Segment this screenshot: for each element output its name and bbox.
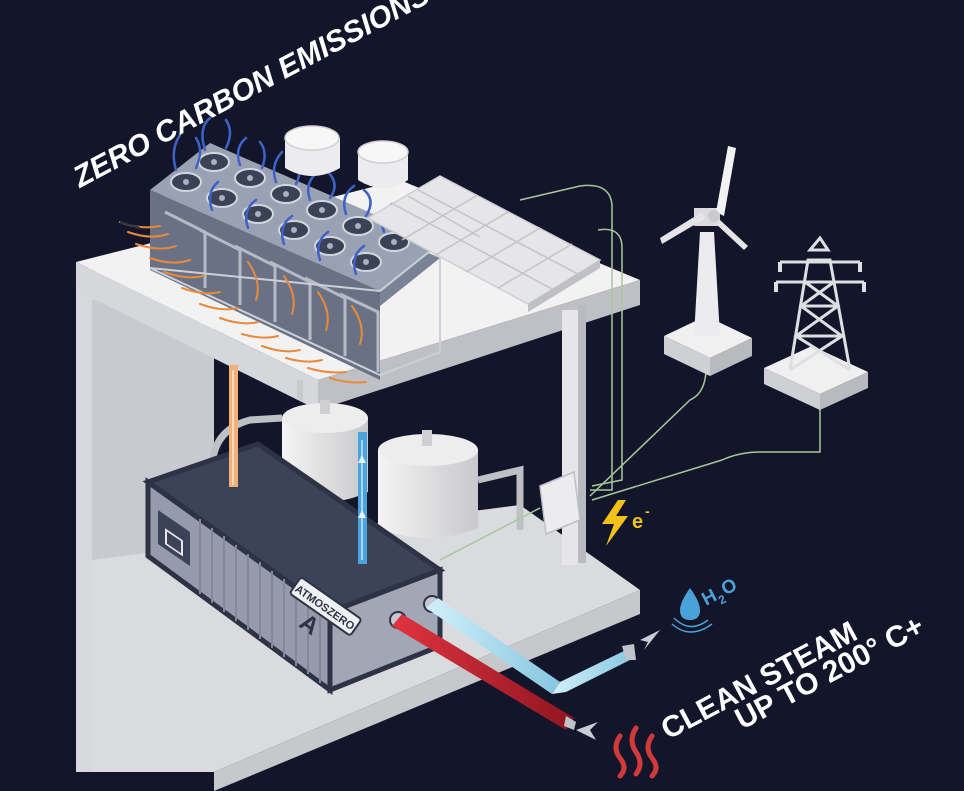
electricity-symbol: e [632,511,643,533]
electricity-label: e - [632,503,650,533]
cylinder-right [357,140,409,188]
lightning-bolt-icon [602,500,628,546]
steam-icon [613,725,659,779]
flow-arrows [576,630,660,740]
power-wires [439,184,821,561]
water-drop-icon [671,588,713,633]
power-pylon-icon [764,235,868,410]
electricity-charge: - [645,503,650,519]
tank-right [378,430,478,538]
blue-riser-pipe [358,432,367,564]
steam-output-pipe [392,614,576,730]
orange-riser-pipe [229,365,238,487]
warm-air-streams [119,221,367,384]
water-in-arrow [640,630,660,650]
boiler-unit: ATMOSZERO A [142,441,446,695]
heat-pump-unit [119,116,441,384]
water-input-pipe [426,598,636,694]
solar-panel-icon [366,175,602,312]
fan-array [170,152,410,272]
steam-out-arrow [576,722,598,740]
wind-turbine-icon [660,146,752,376]
cylinder-left [284,125,340,176]
access-panel-icon [158,510,190,566]
junction-box [539,470,581,536]
water-label: H 2 O [698,575,740,611]
rooftop-cylinders [284,125,409,188]
clean-steam-headline: CLEAN STEAM UP TO 200° C+ [656,609,930,746]
